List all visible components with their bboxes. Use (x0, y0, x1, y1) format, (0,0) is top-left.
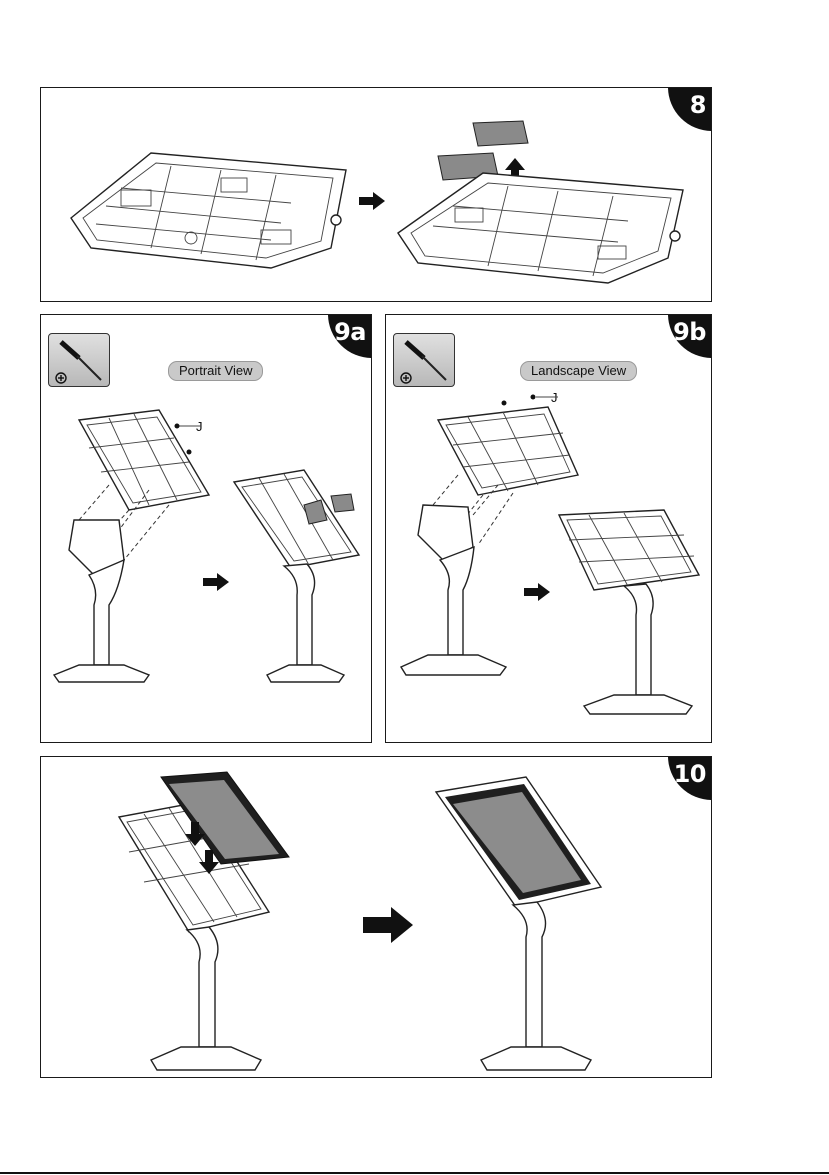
enclosure-frame-cover-removal-illustration (393, 118, 703, 288)
screwdriver-icon (48, 333, 110, 387)
arrow-right-icon (524, 583, 550, 601)
tablet-insertion-illustration (109, 772, 299, 1077)
step-9a-panel: 9a Portrait View J (40, 314, 372, 743)
screwdriver-icon (393, 333, 455, 387)
step-10-panel: 10 (40, 756, 712, 1078)
page-bottom-rule (0, 1172, 829, 1174)
arrow-right-icon (359, 192, 385, 210)
landscape-view-label: Landscape View (520, 361, 637, 381)
tablet-installed-illustration (431, 772, 631, 1077)
portrait-mount-exploded-illustration (49, 410, 219, 690)
step-9b-panel: 9b Landscape View J (385, 314, 712, 743)
step-badge: 9b (668, 314, 712, 358)
step-badge: 9a (328, 314, 372, 358)
step-8-panel: 8 (40, 87, 712, 302)
portrait-view-label: Portrait View (168, 361, 263, 381)
enclosure-frame-illustration (61, 148, 361, 268)
step-badge: 10 (668, 756, 712, 800)
portrait-mount-assembled-illustration (229, 470, 369, 690)
landscape-mount-assembled-illustration (554, 510, 704, 720)
arrow-right-icon (363, 907, 413, 943)
arrow-right-icon (203, 573, 229, 591)
